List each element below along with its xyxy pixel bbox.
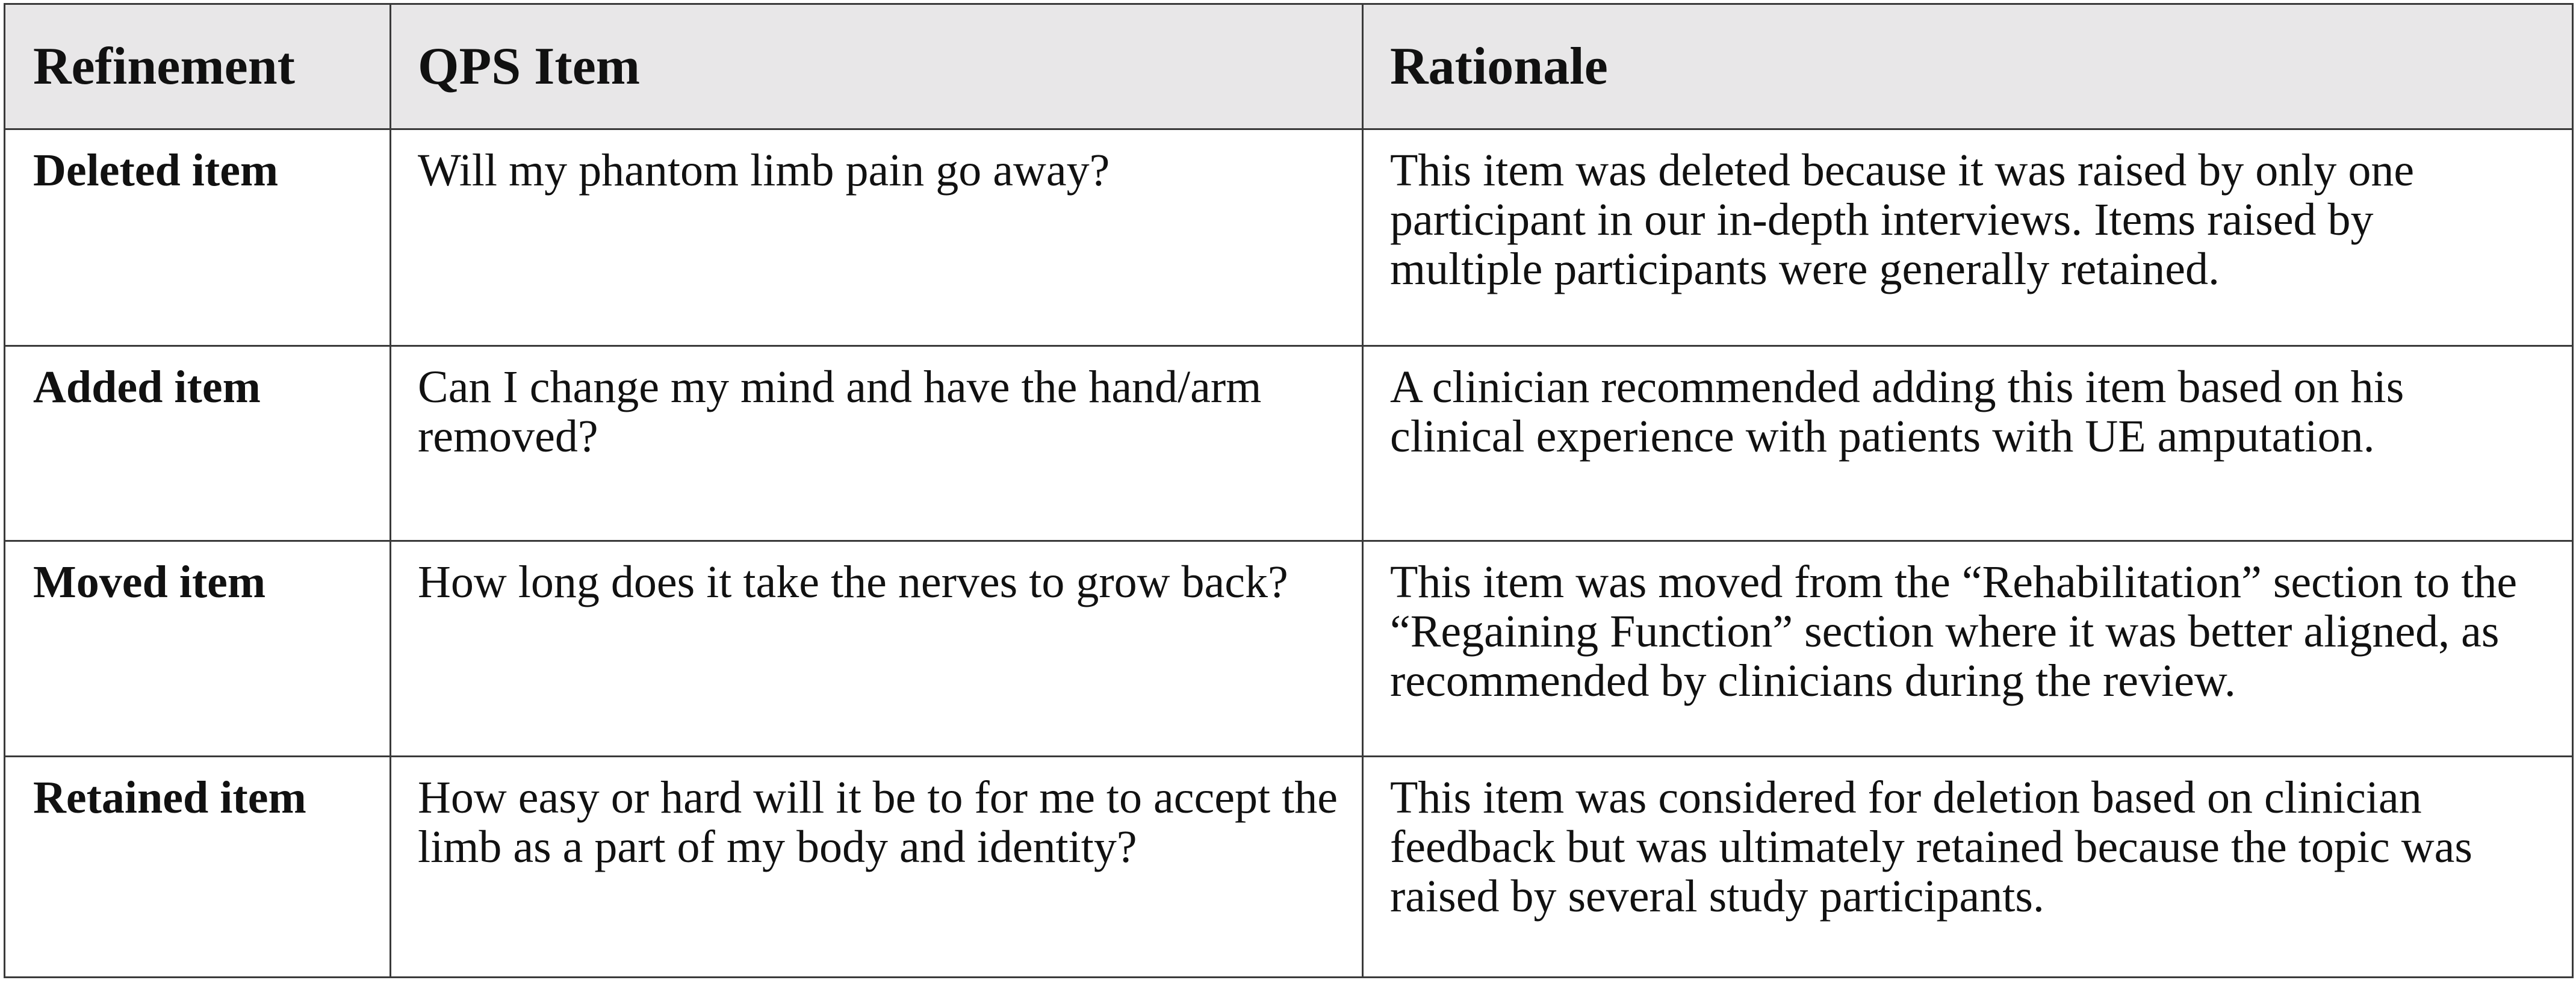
rationale-cell: This item was moved from the “Rehabilita… — [1362, 540, 2574, 757]
qps-refinements-table-container: Refinement QPS Item Rationale Deleted it… — [4, 3, 2574, 978]
qps-item-text: How long does it take the nerves to grow… — [418, 557, 1288, 607]
header-rationale: Rationale — [1362, 3, 2574, 130]
rationale-cell: A clinician recommended adding this item… — [1362, 345, 2574, 542]
header-qps-item-label: QPS Item — [418, 37, 641, 96]
table-row: Deleted item Will my phantom limb pain g… — [4, 128, 2574, 347]
refinement-text: Retained item — [33, 772, 306, 823]
table-body: Deleted item Will my phantom limb pain g… — [4, 128, 2574, 978]
rationale-text: This item was considered for deletion ba… — [1390, 772, 2472, 922]
refinement-cell: Moved item — [4, 540, 391, 757]
qps-item-cell: Can I change my mind and have the hand/a… — [390, 345, 1364, 542]
rationale-text: This item was deleted because it was rai… — [1390, 145, 2415, 294]
qps-item-text: Will my phantom limb pain go away? — [418, 145, 1110, 196]
table-row: Moved item How long does it take the ner… — [4, 540, 2574, 757]
refinement-cell: Retained item — [4, 755, 391, 978]
qps-item-text: How easy or hard will it be to for me to… — [418, 772, 1338, 872]
qps-item-text: Can I change my mind and have the hand/a… — [418, 362, 1262, 462]
table-header: Refinement QPS Item Rationale — [4, 3, 2574, 130]
header-row: Refinement QPS Item Rationale — [4, 3, 2574, 130]
header-rationale-label: Rationale — [1390, 37, 1608, 96]
qps-item-cell: Will my phantom limb pain go away? — [390, 128, 1364, 347]
refinement-text: Deleted item — [33, 145, 279, 196]
refinement-cell: Added item — [4, 345, 391, 542]
header-refinement: Refinement — [4, 3, 391, 130]
qps-item-cell: How easy or hard will it be to for me to… — [390, 755, 1364, 978]
rationale-cell: This item was considered for deletion ba… — [1362, 755, 2574, 978]
refinement-text: Moved item — [33, 557, 266, 607]
header-qps-item: QPS Item — [390, 3, 1364, 130]
refinement-cell: Deleted item — [4, 128, 391, 347]
header-refinement-label: Refinement — [33, 37, 295, 96]
qps-refinements-table: Refinement QPS Item Rationale Deleted it… — [4, 3, 2574, 978]
refinement-text: Added item — [33, 362, 261, 412]
qps-item-cell: How long does it take the nerves to grow… — [390, 540, 1364, 757]
rationale-text: A clinician recommended adding this item… — [1390, 362, 2404, 462]
rationale-text: This item was moved from the “Rehabilita… — [1390, 557, 2518, 706]
table-row: Retained item How easy or hard will it b… — [4, 755, 2574, 978]
rationale-cell: This item was deleted because it was rai… — [1362, 128, 2574, 347]
table-row: Added item Can I change my mind and have… — [4, 345, 2574, 542]
